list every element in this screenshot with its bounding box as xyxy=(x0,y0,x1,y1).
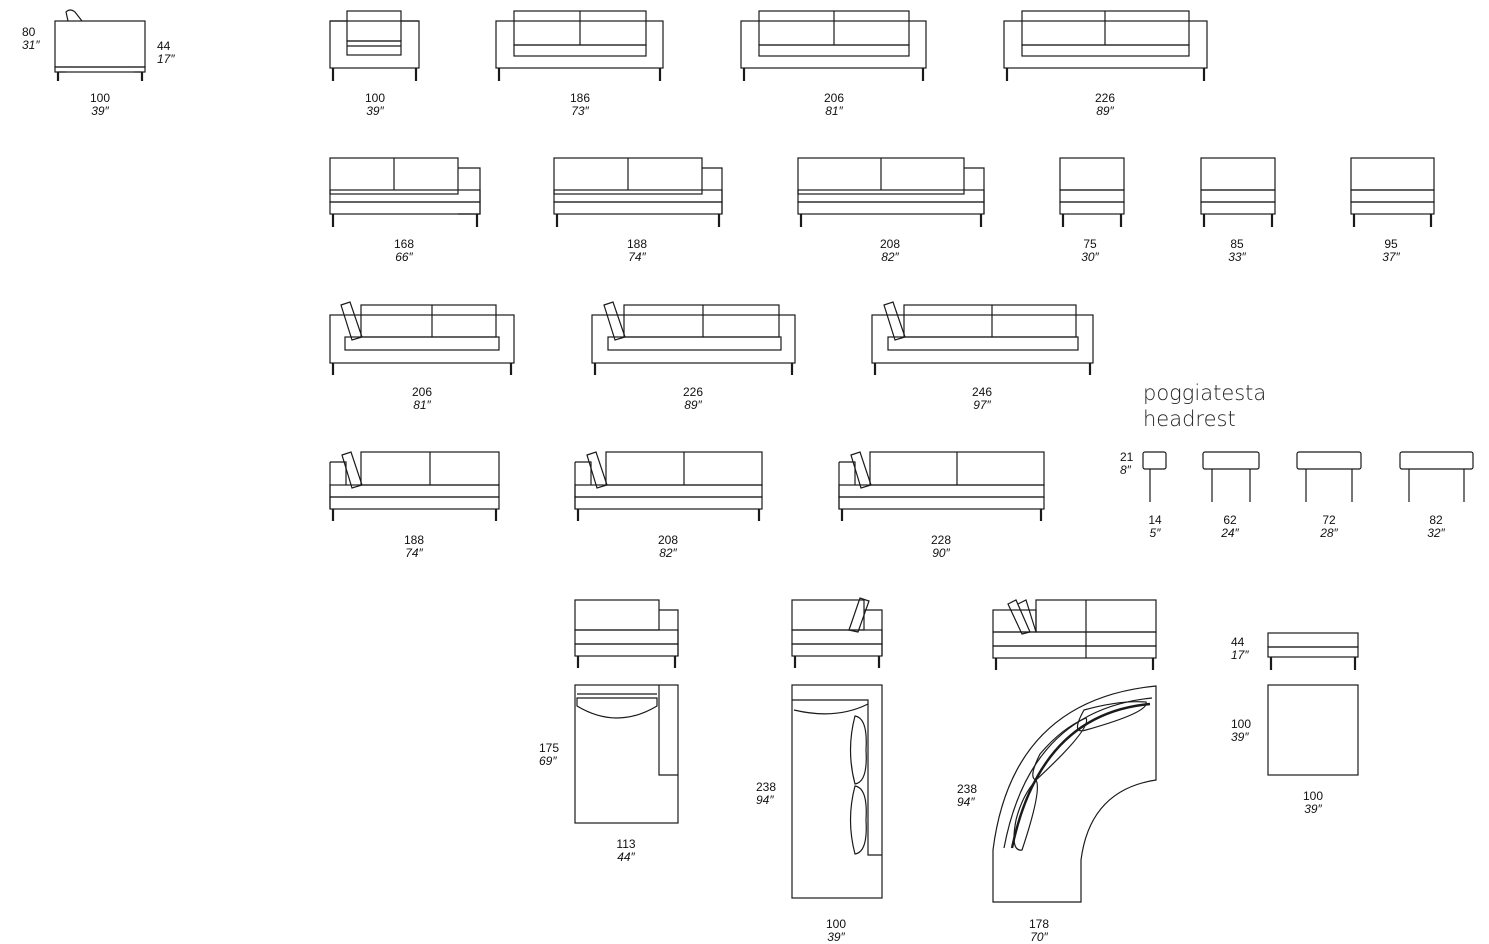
sofa-228-headrest-left xyxy=(838,451,1045,521)
sofa-206-headrest xyxy=(329,301,515,375)
sofa-188-headrest-left xyxy=(329,451,500,521)
seat-95 xyxy=(1350,157,1435,227)
headrest-72 xyxy=(1296,451,1362,502)
headrest-title-it: poggiatesta xyxy=(1143,381,1267,405)
sofa-226-headrest xyxy=(591,301,796,375)
sofa-186 xyxy=(495,10,664,81)
armchair-100 xyxy=(329,10,420,81)
sofa-208-headrest-left xyxy=(574,451,763,521)
sofa-168-arm-right xyxy=(329,157,481,227)
headrest-title: poggiatesta headrest xyxy=(1143,380,1266,432)
pouf-plan xyxy=(1267,684,1359,776)
corner-plan xyxy=(791,684,883,899)
curved-front xyxy=(992,599,1157,670)
sofa-188-arm-right xyxy=(553,157,723,227)
pouf-front xyxy=(1267,632,1359,670)
headrest-title-en: headrest xyxy=(1143,407,1236,431)
side-view-drawing xyxy=(54,9,146,81)
chaise-front xyxy=(574,599,679,668)
headrest-62 xyxy=(1202,451,1260,502)
seat-85 xyxy=(1200,157,1276,227)
sofa-226 xyxy=(1003,10,1208,81)
chaise-plan xyxy=(574,684,679,824)
seat-75 xyxy=(1059,157,1125,227)
corner-front xyxy=(791,597,883,668)
headrest-82 xyxy=(1399,451,1474,502)
sofa-246-headrest xyxy=(871,301,1094,375)
sofa-206 xyxy=(740,10,927,81)
sofa-208-arm-right xyxy=(797,157,985,227)
headrest-14 xyxy=(1142,451,1167,502)
curved-plan xyxy=(992,685,1157,903)
